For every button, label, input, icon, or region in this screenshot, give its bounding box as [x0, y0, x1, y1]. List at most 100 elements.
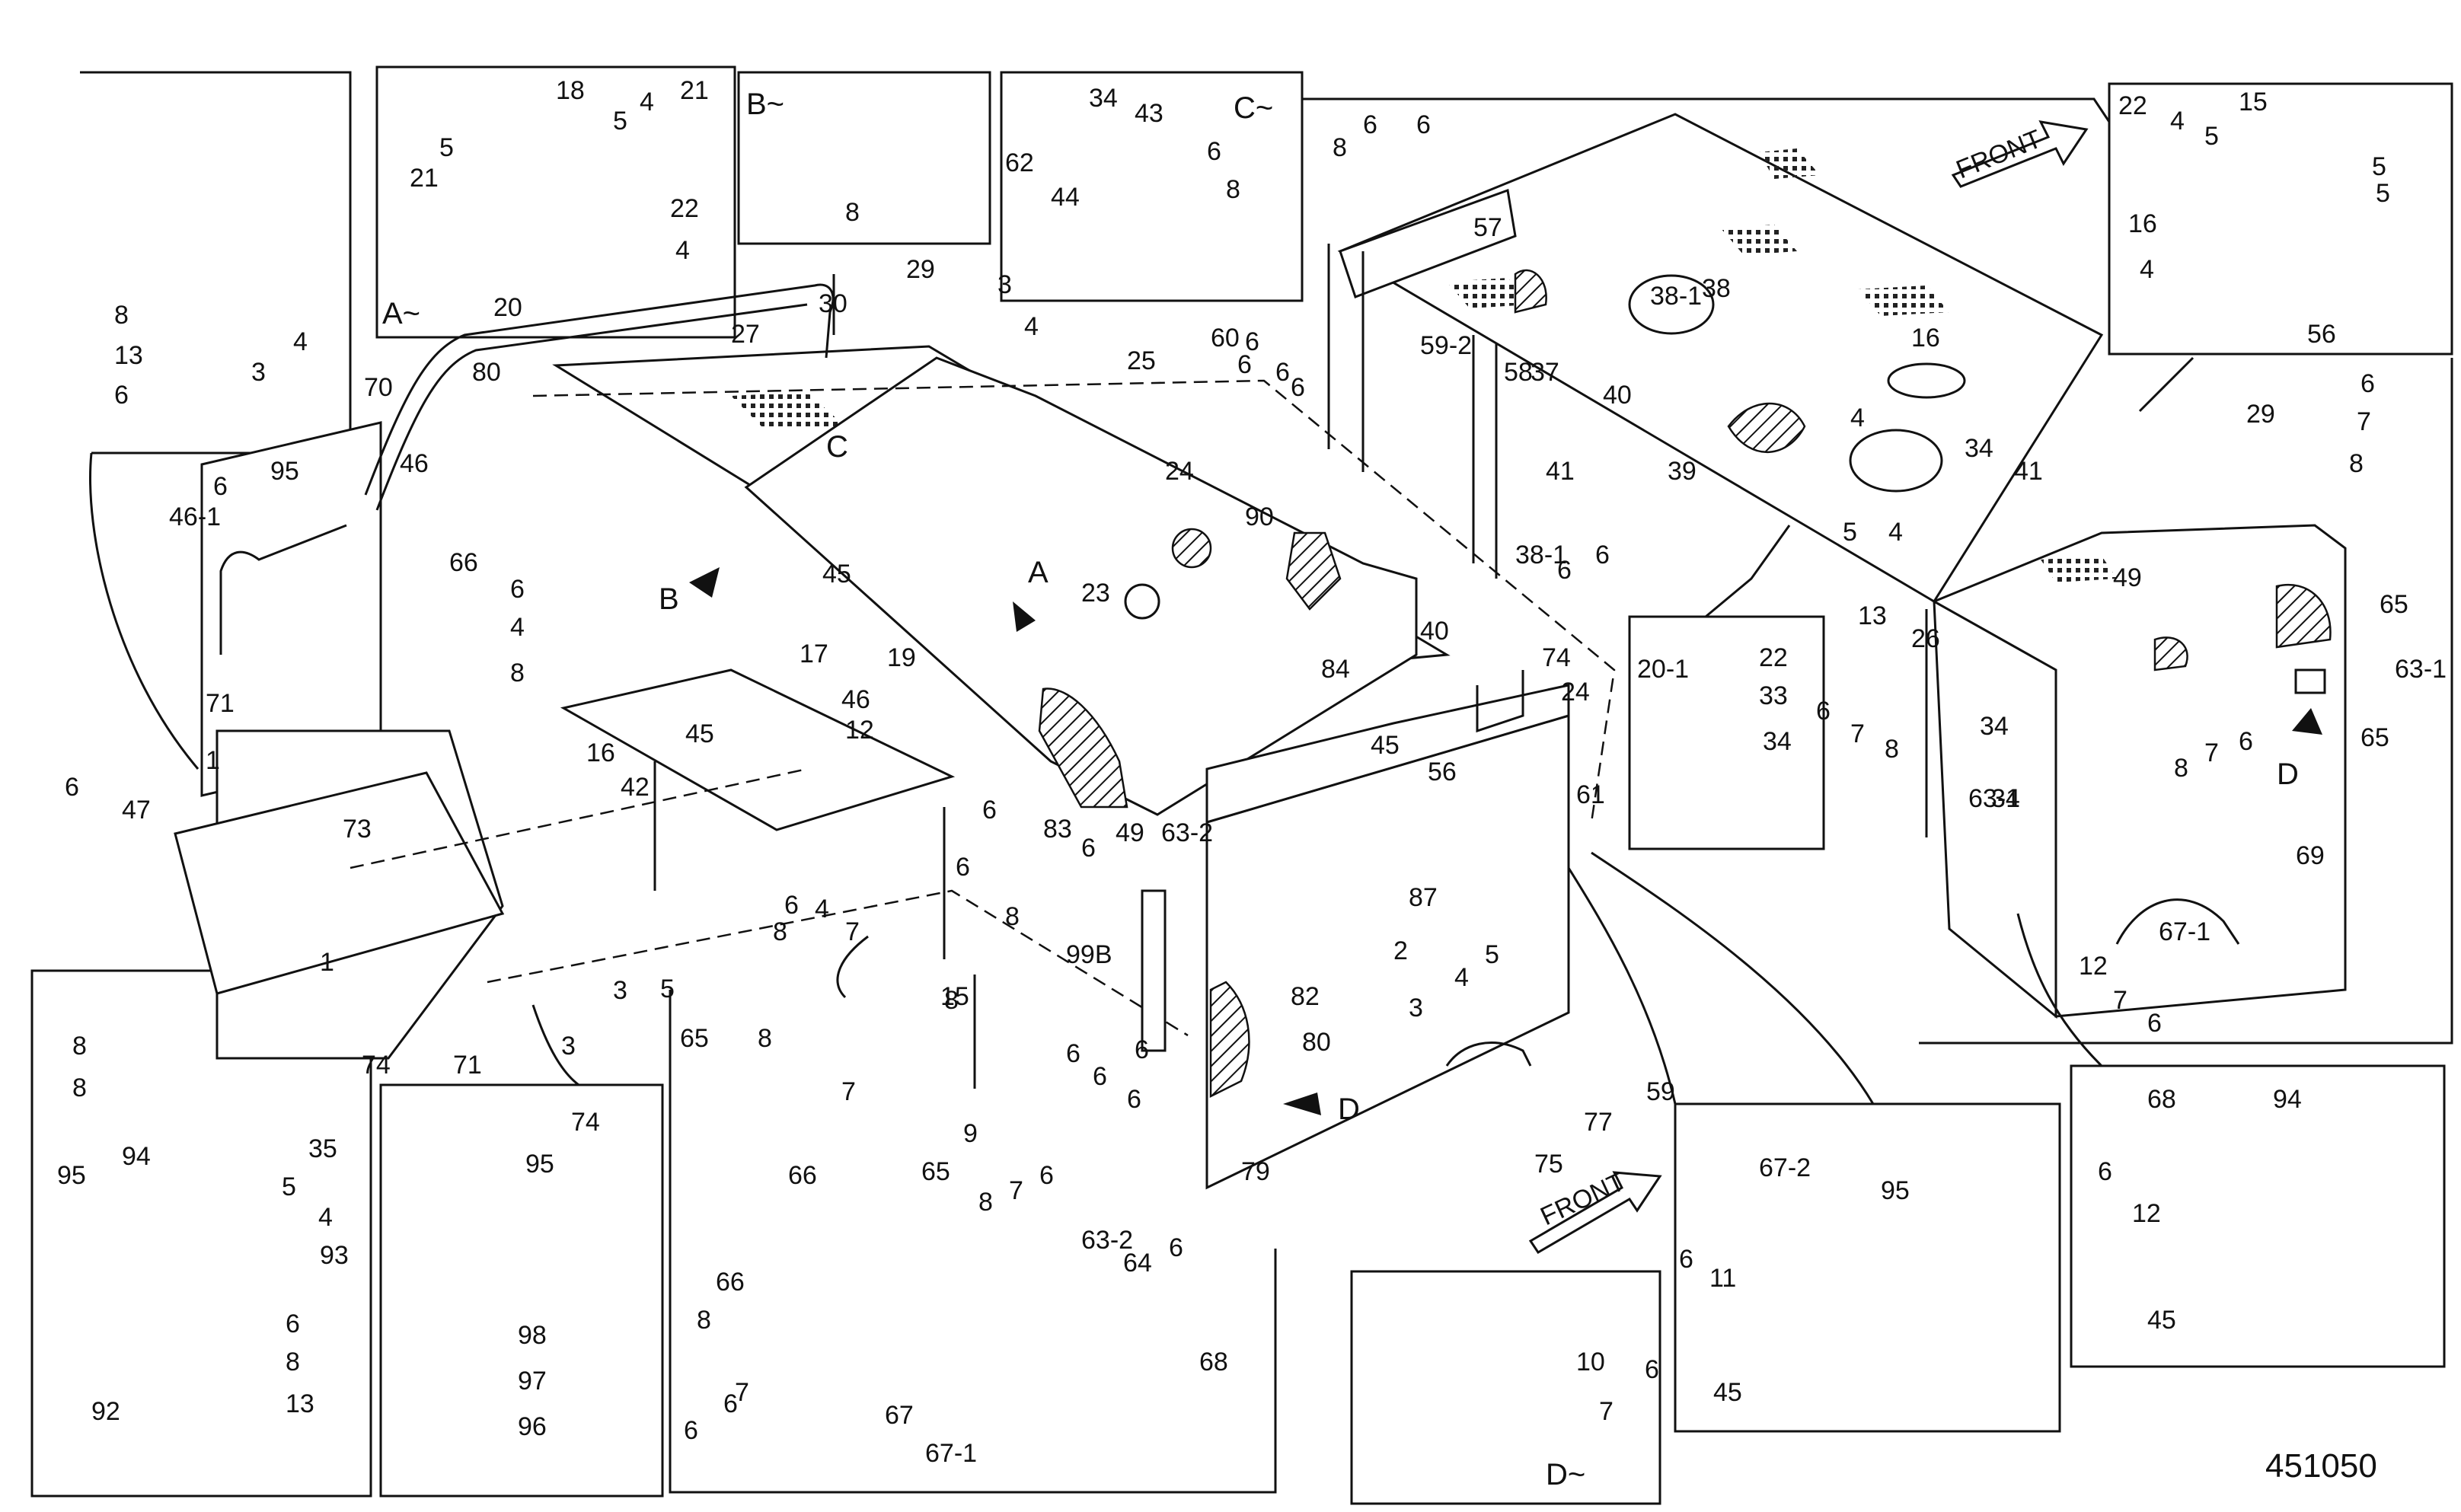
callout: 80	[472, 358, 501, 387]
callout: 42	[621, 773, 650, 802]
callout: 44	[1051, 183, 1080, 212]
callout: 64	[1123, 1249, 1152, 1278]
callout: 3	[561, 1032, 576, 1061]
callout: 8	[1333, 133, 1347, 162]
callout: 77	[1584, 1108, 1613, 1137]
callout: 71	[206, 689, 235, 718]
detail-label-c: C~	[1234, 91, 1273, 125]
callout: 74	[362, 1051, 391, 1080]
callout: 6	[1816, 697, 1831, 726]
callout: 6	[1135, 1035, 1149, 1064]
callout: 3	[251, 358, 266, 387]
callout: 59-2	[1420, 331, 1472, 360]
callout: 71	[453, 1051, 482, 1080]
callout: 4	[293, 327, 308, 356]
callout: 92	[91, 1397, 120, 1426]
callout: 7	[2204, 738, 2219, 767]
callout: 87	[1409, 883, 1438, 912]
callout: 34	[1763, 727, 1792, 756]
callout: 6	[2239, 727, 2253, 756]
callout: 63-1	[2395, 655, 2447, 684]
callout: 6	[1291, 373, 1305, 402]
callout: 65	[2380, 590, 2408, 619]
callout: 80	[1302, 1028, 1331, 1057]
callout: 13	[286, 1389, 314, 1418]
callout: 43	[1135, 99, 1163, 128]
callout: 26	[1911, 624, 1940, 653]
callout: 34	[1089, 84, 1118, 113]
callout: 6	[1679, 1245, 1693, 1274]
callout: 29	[906, 255, 935, 284]
callout: 24	[1165, 457, 1194, 486]
callout: 99B	[1066, 940, 1112, 969]
callout: 8	[286, 1348, 300, 1376]
callout: 98	[518, 1321, 547, 1350]
callout: 6	[1595, 541, 1610, 569]
callout: 21	[410, 164, 439, 193]
callout: 73	[343, 815, 372, 844]
callout: 74	[1542, 643, 1571, 672]
callout: 20	[493, 293, 522, 322]
callout: 20-1	[1637, 655, 1689, 684]
view-label-b: B	[659, 582, 679, 616]
callout: 8	[978, 1188, 993, 1217]
callout: 4	[815, 895, 829, 923]
callout: 6	[1237, 350, 1252, 379]
callout: 57	[1473, 213, 1502, 242]
callout: 8	[697, 1306, 711, 1335]
callout: 8	[72, 1073, 87, 1102]
callout: 6	[1066, 1039, 1080, 1068]
callout: 6	[1039, 1161, 1054, 1190]
drawing-number: 451050	[2265, 1447, 2377, 1485]
callout: 6	[1207, 137, 1221, 166]
callout: 7	[1599, 1397, 1614, 1426]
callout: 40	[1603, 381, 1632, 410]
callout: 6	[2098, 1157, 2112, 1186]
callout: 7	[1850, 719, 1865, 748]
callout: 41	[2014, 457, 2043, 486]
callout: 5	[613, 107, 627, 136]
callout: 8	[1226, 175, 1240, 204]
callout: 3	[613, 976, 627, 1005]
callout: 6	[510, 575, 525, 604]
callout: 6	[213, 472, 228, 501]
callout: 96	[518, 1412, 547, 1441]
callout: 45	[685, 719, 714, 748]
callout: 7	[2357, 407, 2371, 436]
callout: 45	[1371, 731, 1400, 760]
callout: 9	[963, 1119, 978, 1148]
callout: 67	[885, 1401, 914, 1430]
callout: 69	[2296, 841, 2325, 870]
callout: 23	[1081, 579, 1110, 608]
callout: 70	[364, 373, 393, 402]
view-label-a: A	[1028, 556, 1049, 589]
callout: 6	[114, 381, 129, 410]
callout: 2	[1393, 936, 1408, 965]
callout: 3	[1409, 994, 1423, 1022]
callout-labels: 8 13 6 3 4 A~ 18 5 5 4 21 21 22 4 20 B~ …	[57, 76, 2447, 1491]
callout: 46-1	[169, 502, 221, 531]
callout: 49	[2113, 563, 2142, 592]
callout: 22	[1759, 643, 1788, 672]
callout: 12	[2132, 1199, 2161, 1228]
callout: 4	[2170, 107, 2185, 136]
front-label-1: FRONT	[1952, 124, 2046, 184]
callout: 37	[1531, 358, 1559, 387]
callout: 30	[819, 289, 847, 318]
callout: 56	[1428, 758, 1457, 786]
callout: 1	[320, 948, 334, 977]
callout: 6	[1093, 1062, 1107, 1091]
callout: 63-2	[1081, 1226, 1133, 1255]
callout: 11	[1709, 1264, 1736, 1293]
callout: 16	[2128, 209, 2157, 238]
callout: 95	[525, 1150, 554, 1179]
callout: 45	[822, 560, 851, 589]
callout: 67-2	[1759, 1153, 1811, 1182]
callout: 65	[680, 1024, 709, 1053]
callout: 6	[1275, 358, 1290, 387]
callout: 40	[1420, 617, 1449, 646]
callout: 7	[841, 1077, 856, 1106]
callout: 8	[2174, 754, 2188, 783]
callout: 29	[2246, 400, 2275, 429]
